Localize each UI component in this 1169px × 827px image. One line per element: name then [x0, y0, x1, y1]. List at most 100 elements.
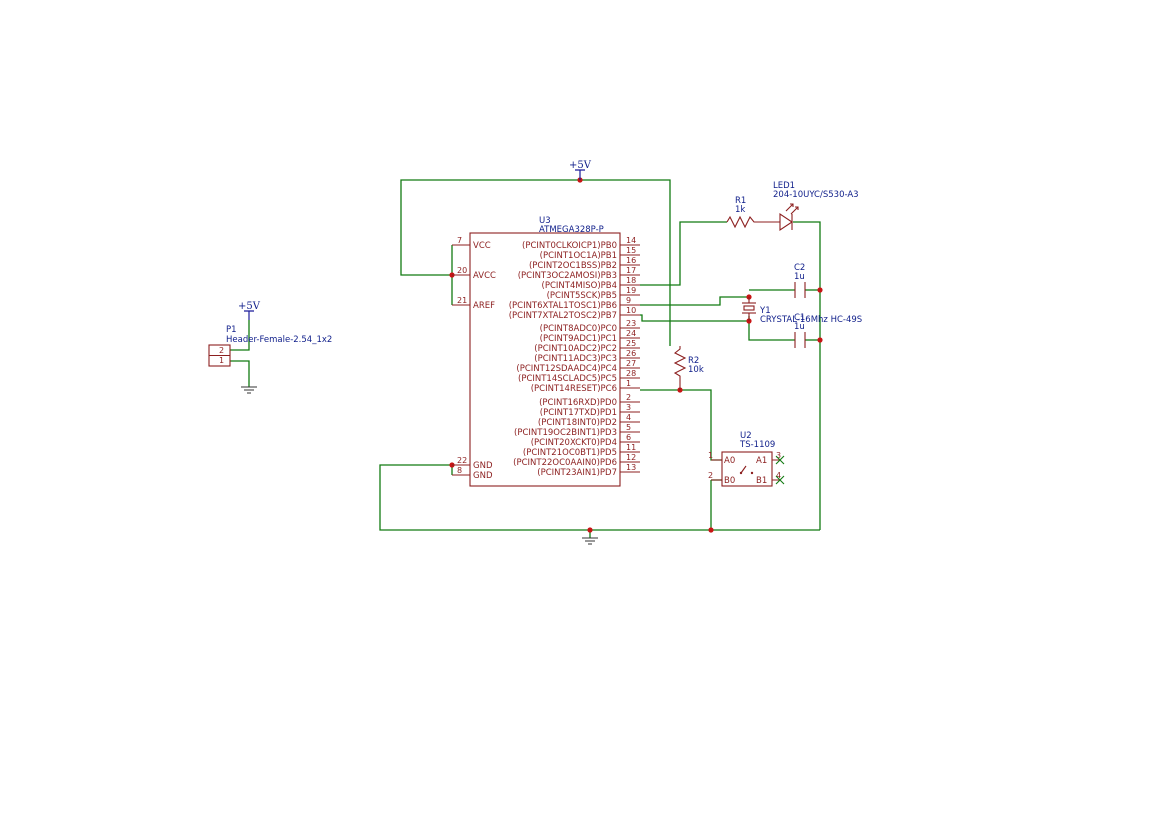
r2-body: [673, 346, 687, 390]
y1-body: [743, 305, 755, 311]
u3-right-pin-number: 16: [626, 256, 636, 265]
no-connect-a1: [775, 455, 785, 465]
u3-right-pin-number: 17: [626, 266, 636, 275]
u3-right-pin-name: (PCINT14SCLADC5)PC5: [518, 374, 617, 384]
u3-right-pin-number: 4: [626, 413, 631, 422]
c2-ref: C2: [794, 263, 805, 273]
u3-left-pin-number: 22: [457, 456, 467, 465]
u3-right-pin-number: 18: [626, 276, 636, 285]
wire-xtal1: [640, 296, 749, 306]
u3-right-pin-number: 5: [626, 423, 631, 432]
u3-right-pin-number: 9: [626, 296, 631, 305]
u3-right-pin-name: (PCINT20XCKT0)PD4: [531, 438, 617, 448]
u3-ref: U3: [539, 216, 551, 226]
u2-pin-a1: A1: [756, 456, 767, 466]
junction-gnd-rail: [587, 527, 593, 533]
p1-value: Header-Female-2.54_1x2: [226, 335, 332, 345]
u3-right-pin-number: 26: [626, 349, 636, 358]
u3-left-pin-name: GND: [473, 471, 493, 481]
u3-right-pin-number: 28: [626, 369, 636, 378]
u3-right-pin-name: (PCINT19OC2BINT1)PD3: [514, 428, 617, 438]
u3-right-pin-number: 12: [626, 453, 636, 462]
u3-right-pin-number: 11: [626, 443, 636, 452]
u3-right-pin-number: 24: [626, 329, 636, 338]
wire-gnd-rail: [379, 464, 820, 531]
r2-component: R2 10k: [673, 346, 704, 390]
u2-component: U2 TS-1109 A0 B0 A1 B1 1 2 3 4: [708, 431, 785, 487]
u3-right-pin-number: 19: [626, 286, 636, 295]
p1-pin2: 2: [219, 346, 224, 355]
u3-right-pin-number: 14: [626, 236, 636, 245]
u3-right-pin-name: (PCINT1OC1A)PB1: [540, 251, 617, 261]
u3-right-pin-name: (PCINT3OC2AMOSI)PB3: [518, 271, 617, 281]
u3-value: ATMEGA328P-P: [539, 225, 604, 235]
junctions: [449, 177, 823, 533]
u3-right-pin-name: (PCINT18INT0)PD2: [538, 418, 617, 428]
power-symbol-p1: +5V: [238, 301, 261, 320]
u2-ref: U2: [740, 431, 752, 441]
c2-component: C2 1u: [794, 263, 806, 298]
y1-component: Y1 CRYSTAL-16Mhz HC-49S: [742, 297, 862, 325]
u3-right-pin-name: (PCINT23AIN1)PD7: [537, 468, 617, 478]
u3-left-pin-number: 21: [457, 296, 467, 305]
y1-ref: Y1: [759, 306, 771, 316]
u3-right-pin-name: (PCINT21OC0BT1)PD5: [523, 448, 617, 458]
u3-right-pin-number: 2: [626, 393, 631, 402]
u3-right-pin-name: (PCINT8ADC0)PC0: [540, 324, 617, 334]
r1-ref: R1: [735, 196, 746, 206]
wire-led-to-rail: [793, 221, 821, 530]
led1-value: 204-10UYC/S530-A3: [773, 190, 859, 200]
ground-symbol-p1: [241, 386, 257, 394]
r1-value: 1k: [735, 205, 745, 215]
u3-right-pin-number: 23: [626, 319, 636, 328]
wire-c1-left: [748, 316, 795, 341]
power-symbol-top: +5V: [569, 160, 592, 180]
junction-c1: [817, 337, 823, 343]
u2-value: TS-1109: [739, 440, 775, 450]
y1-value: CRYSTAL-16Mhz HC-49S: [760, 315, 862, 325]
r1-component: R1 1k: [726, 196, 780, 229]
power-label-p1: +5V: [238, 301, 261, 312]
u3-right-pin-name: (PCINT17TXD)PD1: [540, 408, 617, 418]
u3-right-pin-name: (PCINT10ADC2)PC2: [534, 344, 617, 354]
u2-pin-b1-num: 4: [776, 471, 781, 480]
u3-right-pin-name: (PCINT12SDAADC4)PC4: [516, 364, 617, 374]
u3-right-pin-name: (PCINT4MISO)PB4: [542, 281, 617, 291]
r2-ref: R2: [688, 356, 699, 366]
u3-body: [469, 232, 621, 487]
led1-ray-1: [785, 203, 794, 212]
p1-component: 2 1 P1 Header-Female-2.54_1x2: [208, 325, 332, 367]
u2-pin-a0: A0: [724, 456, 735, 466]
u3-left-pin-name: VCC: [473, 241, 491, 251]
led1-ray-2: [790, 206, 799, 215]
u3-right-pin-name: (PCINT7XTAL2TOSC2)PB7: [509, 311, 617, 321]
u2-switch-contact-2: [750, 471, 754, 475]
led1-component: LED1 204-10UYC/S530-A3: [773, 181, 859, 232]
u3-right-pin-number: 25: [626, 339, 636, 348]
u3-right-pin-number: 1: [626, 379, 631, 388]
u3-right-pin-number: 10: [626, 306, 636, 315]
u2-switch-lever: [740, 465, 747, 474]
c1-component: C1 1u: [794, 313, 806, 348]
ground-symbol-main: [582, 537, 598, 545]
u3-left-pin-name: AVCC: [473, 271, 496, 281]
u3-right-pin-name: (PCINT16RXD)PD0: [539, 398, 617, 408]
led1-ref: LED1: [773, 181, 795, 191]
u3-right-pin-number: 15: [626, 246, 636, 255]
c1-value: 1u: [794, 322, 805, 332]
u3-right-pin-name: (PCINT11ADC3)PC3: [534, 354, 617, 364]
u2-pin-b0: B0: [724, 476, 735, 486]
u3-right-pin-name: (PCINT9ADC1)PC1: [540, 334, 617, 344]
u3-right-pin-number: 13: [626, 463, 636, 472]
p1-ref: P1: [226, 325, 237, 335]
u3-right-pin-name: (PCINT2OC1BSS)PB2: [529, 261, 617, 271]
u3-left-pin-name: GND: [473, 461, 493, 471]
u3-right-pin-name: (PCINT22OC0AAIN0)PD6: [513, 458, 617, 468]
wire-p1-vcc: [230, 320, 250, 351]
c2-value: 1u: [794, 272, 805, 282]
u2-body: [721, 451, 773, 487]
u3-left-pin-number: 7: [457, 236, 462, 245]
wire-vcc-to-r2: [580, 179, 671, 346]
